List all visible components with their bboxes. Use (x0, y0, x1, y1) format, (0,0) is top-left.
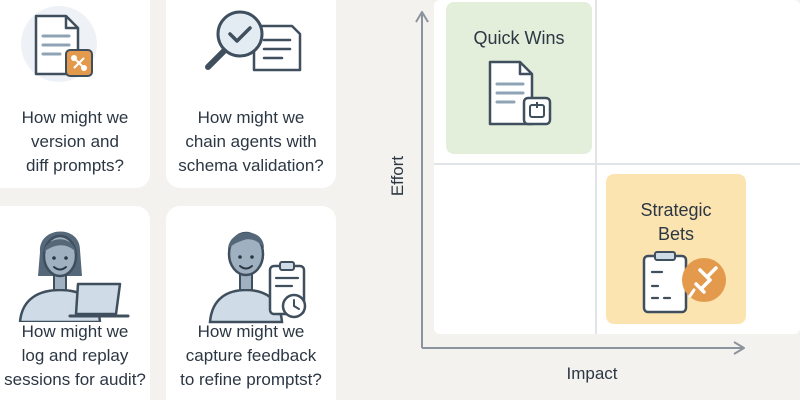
quadrant-title-line: Quick Wins (473, 28, 565, 48)
card-question-line: version and (31, 132, 119, 151)
card-question: How might we version and diff prompts? (0, 106, 150, 178)
document-icon (488, 60, 552, 126)
card-question-line: capture feedback (185, 346, 317, 365)
card-question-line: log and replay (21, 346, 129, 365)
y-axis-arrow (415, 11, 429, 23)
matrix-axes (415, 11, 745, 355)
idea-card-chain-agents[interactable]: How might we chain agents with schema va… (166, 0, 336, 188)
card-question-line: How might we (21, 322, 129, 341)
card-question: How might we chain agents with schema va… (166, 106, 336, 178)
quadrant-quick-wins[interactable]: Quick Wins (446, 2, 592, 154)
card-question: How might we log and replay sessions for… (0, 320, 150, 392)
priority-matrix: Effort Impact Quick Wins Strategic Bets (380, 0, 800, 400)
y-axis-label: Effort (388, 155, 407, 197)
quadrant-title-line: Strategic (640, 200, 712, 220)
document-version-icon (21, 6, 97, 82)
card-question-line: schema validation? (178, 156, 324, 175)
card-question-line: How might we (21, 108, 129, 127)
card-question-line: diff prompts? (26, 156, 124, 175)
person-laptop-icon (18, 231, 130, 322)
card-question-line: to refine promptst? (180, 370, 322, 389)
matrix-divider-vertical (595, 0, 597, 334)
quadrant-title: Quick Wins (446, 26, 592, 50)
card-question: How might we capture feedback to refine … (166, 320, 336, 392)
quadrant-title-line: Bets (657, 224, 695, 244)
idea-card-capture-feedback[interactable]: How might we capture feedback to refine … (166, 206, 336, 400)
x-axis-arrow (733, 341, 745, 355)
person-clipboard-icon (208, 231, 307, 324)
idea-card-version-diff[interactable]: How might we version and diff prompts? (0, 0, 150, 188)
matrix-divider-horizontal (434, 163, 800, 165)
card-question-line: chain agents with (185, 132, 317, 151)
card-question-line: How might we (197, 322, 305, 341)
card-question-line: sessions for audit? (4, 370, 146, 389)
clipboard-rocket-icon (642, 251, 726, 314)
card-question-line: How might we (197, 108, 305, 127)
magnifier-check-icon (205, 10, 302, 72)
x-axis-label: Impact (566, 364, 618, 383)
quadrant-strategic-bets[interactable]: Strategic Bets (606, 174, 746, 324)
idea-card-log-replay[interactable]: How might we log and replay sessions for… (0, 206, 150, 400)
quadrant-title: Strategic Bets (606, 198, 746, 246)
